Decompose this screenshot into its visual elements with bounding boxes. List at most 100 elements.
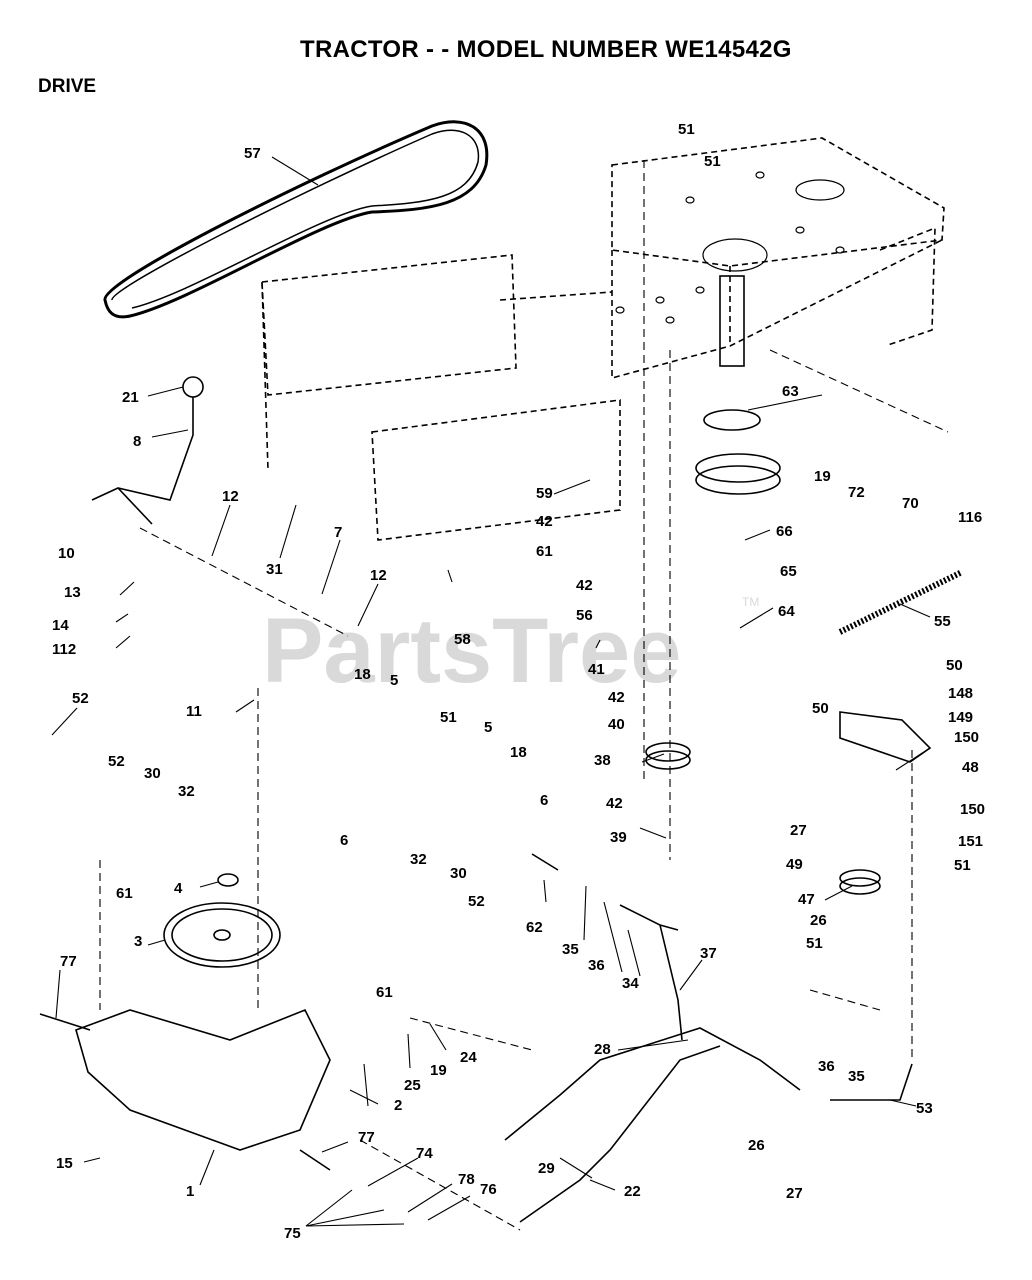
callout-36: 36 [588, 957, 605, 974]
callout-116: 116 [958, 509, 982, 526]
callout-32: 32 [178, 783, 195, 800]
callout-56: 56 [576, 607, 593, 624]
callout-30: 30 [144, 765, 161, 782]
callout-59: 59 [536, 485, 553, 502]
callout-51: 51 [440, 709, 457, 726]
callout-50: 50 [946, 657, 963, 674]
callout-6: 6 [540, 792, 548, 809]
callout-61: 61 [116, 885, 133, 902]
callout-65: 65 [780, 563, 797, 580]
callout-51: 51 [678, 121, 695, 138]
callout-24: 24 [460, 1049, 477, 1066]
callout-66: 66 [776, 523, 793, 540]
callout-74: 74 [416, 1145, 433, 1162]
callout-151: 151 [958, 833, 983, 850]
callout-51: 51 [806, 935, 823, 952]
callout-47: 47 [798, 891, 815, 908]
callout-labels: 57 51 51 63 21 8 12 31 7 59 42 61 66 19 … [52, 121, 985, 1242]
callout-39: 39 [610, 829, 627, 846]
callout-150: 150 [960, 801, 985, 818]
spring [838, 569, 964, 635]
frame-holes [615, 171, 845, 324]
callout-5: 5 [484, 719, 492, 736]
callout-42: 42 [606, 795, 623, 812]
callout-72: 72 [848, 484, 865, 501]
callout-32: 32 [410, 851, 427, 868]
callout-52: 52 [72, 690, 89, 707]
callout-53: 53 [916, 1100, 933, 1117]
callout-76: 76 [480, 1181, 497, 1198]
callout-49: 49 [786, 856, 803, 873]
callout-77: 77 [60, 953, 77, 970]
callout-26: 26 [748, 1137, 765, 1154]
engine-pulley [695, 275, 781, 495]
callout-2: 2 [394, 1097, 402, 1114]
callout-29: 29 [538, 1160, 555, 1177]
rod-53 [830, 1063, 913, 1101]
callout-35: 35 [562, 941, 579, 958]
rod-22 [519, 1045, 721, 1223]
transaxle-pulley [163, 902, 281, 968]
callout-19: 19 [430, 1062, 447, 1079]
callout-70: 70 [902, 495, 919, 512]
callout-149: 149 [948, 709, 973, 726]
callout-148: 148 [948, 685, 973, 702]
callout-36: 36 [818, 1058, 835, 1075]
callout-52: 52 [468, 893, 485, 910]
callout-112: 112 [52, 641, 76, 658]
callout-12: 12 [370, 567, 387, 584]
callout-4: 4 [174, 880, 183, 897]
page-title: TRACTOR - - MODEL NUMBER WE14542G [300, 36, 792, 63]
callout-1: 1 [186, 1183, 194, 1200]
callout-150: 150 [954, 729, 979, 746]
callout-7: 7 [334, 524, 342, 541]
callout-51: 51 [954, 857, 971, 874]
callout-63: 63 [782, 383, 799, 400]
watermark-tm: TM [742, 595, 759, 609]
callout-27: 27 [786, 1185, 803, 1202]
callout-78: 78 [458, 1171, 475, 1188]
callout-27: 27 [790, 822, 807, 839]
callout-3: 3 [134, 933, 142, 950]
callout-42: 42 [576, 577, 593, 594]
callout-40: 40 [608, 716, 625, 733]
callout-28: 28 [594, 1041, 611, 1058]
callout-55: 55 [934, 613, 951, 630]
drive-belt [103, 120, 489, 319]
callout-42: 42 [536, 513, 553, 530]
callout-21: 21 [122, 389, 139, 406]
callout-11: 11 [186, 703, 202, 720]
rod-28 [504, 1027, 801, 1141]
callout-12: 12 [222, 488, 239, 505]
callout-30: 30 [450, 865, 467, 882]
shift-lever [91, 397, 194, 525]
callout-25: 25 [404, 1077, 421, 1094]
callout-5: 5 [390, 672, 398, 689]
transaxle [75, 1008, 331, 1151]
shift-knob [182, 376, 204, 398]
callout-34: 34 [622, 975, 639, 992]
callout-64: 64 [778, 603, 795, 620]
callout-14: 14 [52, 617, 69, 634]
callout-18: 18 [354, 666, 371, 683]
callout-50: 50 [812, 700, 829, 717]
idler-pulley [645, 742, 691, 762]
frame [261, 137, 945, 541]
callout-57: 57 [244, 145, 261, 162]
clutch-rod [531, 853, 683, 1041]
callout-51: 51 [704, 153, 721, 170]
callout-61: 61 [376, 984, 393, 1001]
callout-35: 35 [848, 1068, 865, 1085]
callout-61: 61 [536, 543, 553, 560]
callout-58: 58 [454, 631, 471, 648]
callout-31: 31 [266, 561, 283, 578]
watermark-text: PartsTree [262, 600, 681, 702]
callout-38: 38 [594, 752, 611, 769]
callout-15: 15 [56, 1155, 73, 1172]
callout-22: 22 [624, 1183, 641, 1200]
callout-13: 13 [64, 584, 81, 601]
callout-52: 52 [108, 753, 125, 770]
callout-6: 6 [340, 832, 348, 849]
callout-18: 18 [510, 744, 527, 761]
